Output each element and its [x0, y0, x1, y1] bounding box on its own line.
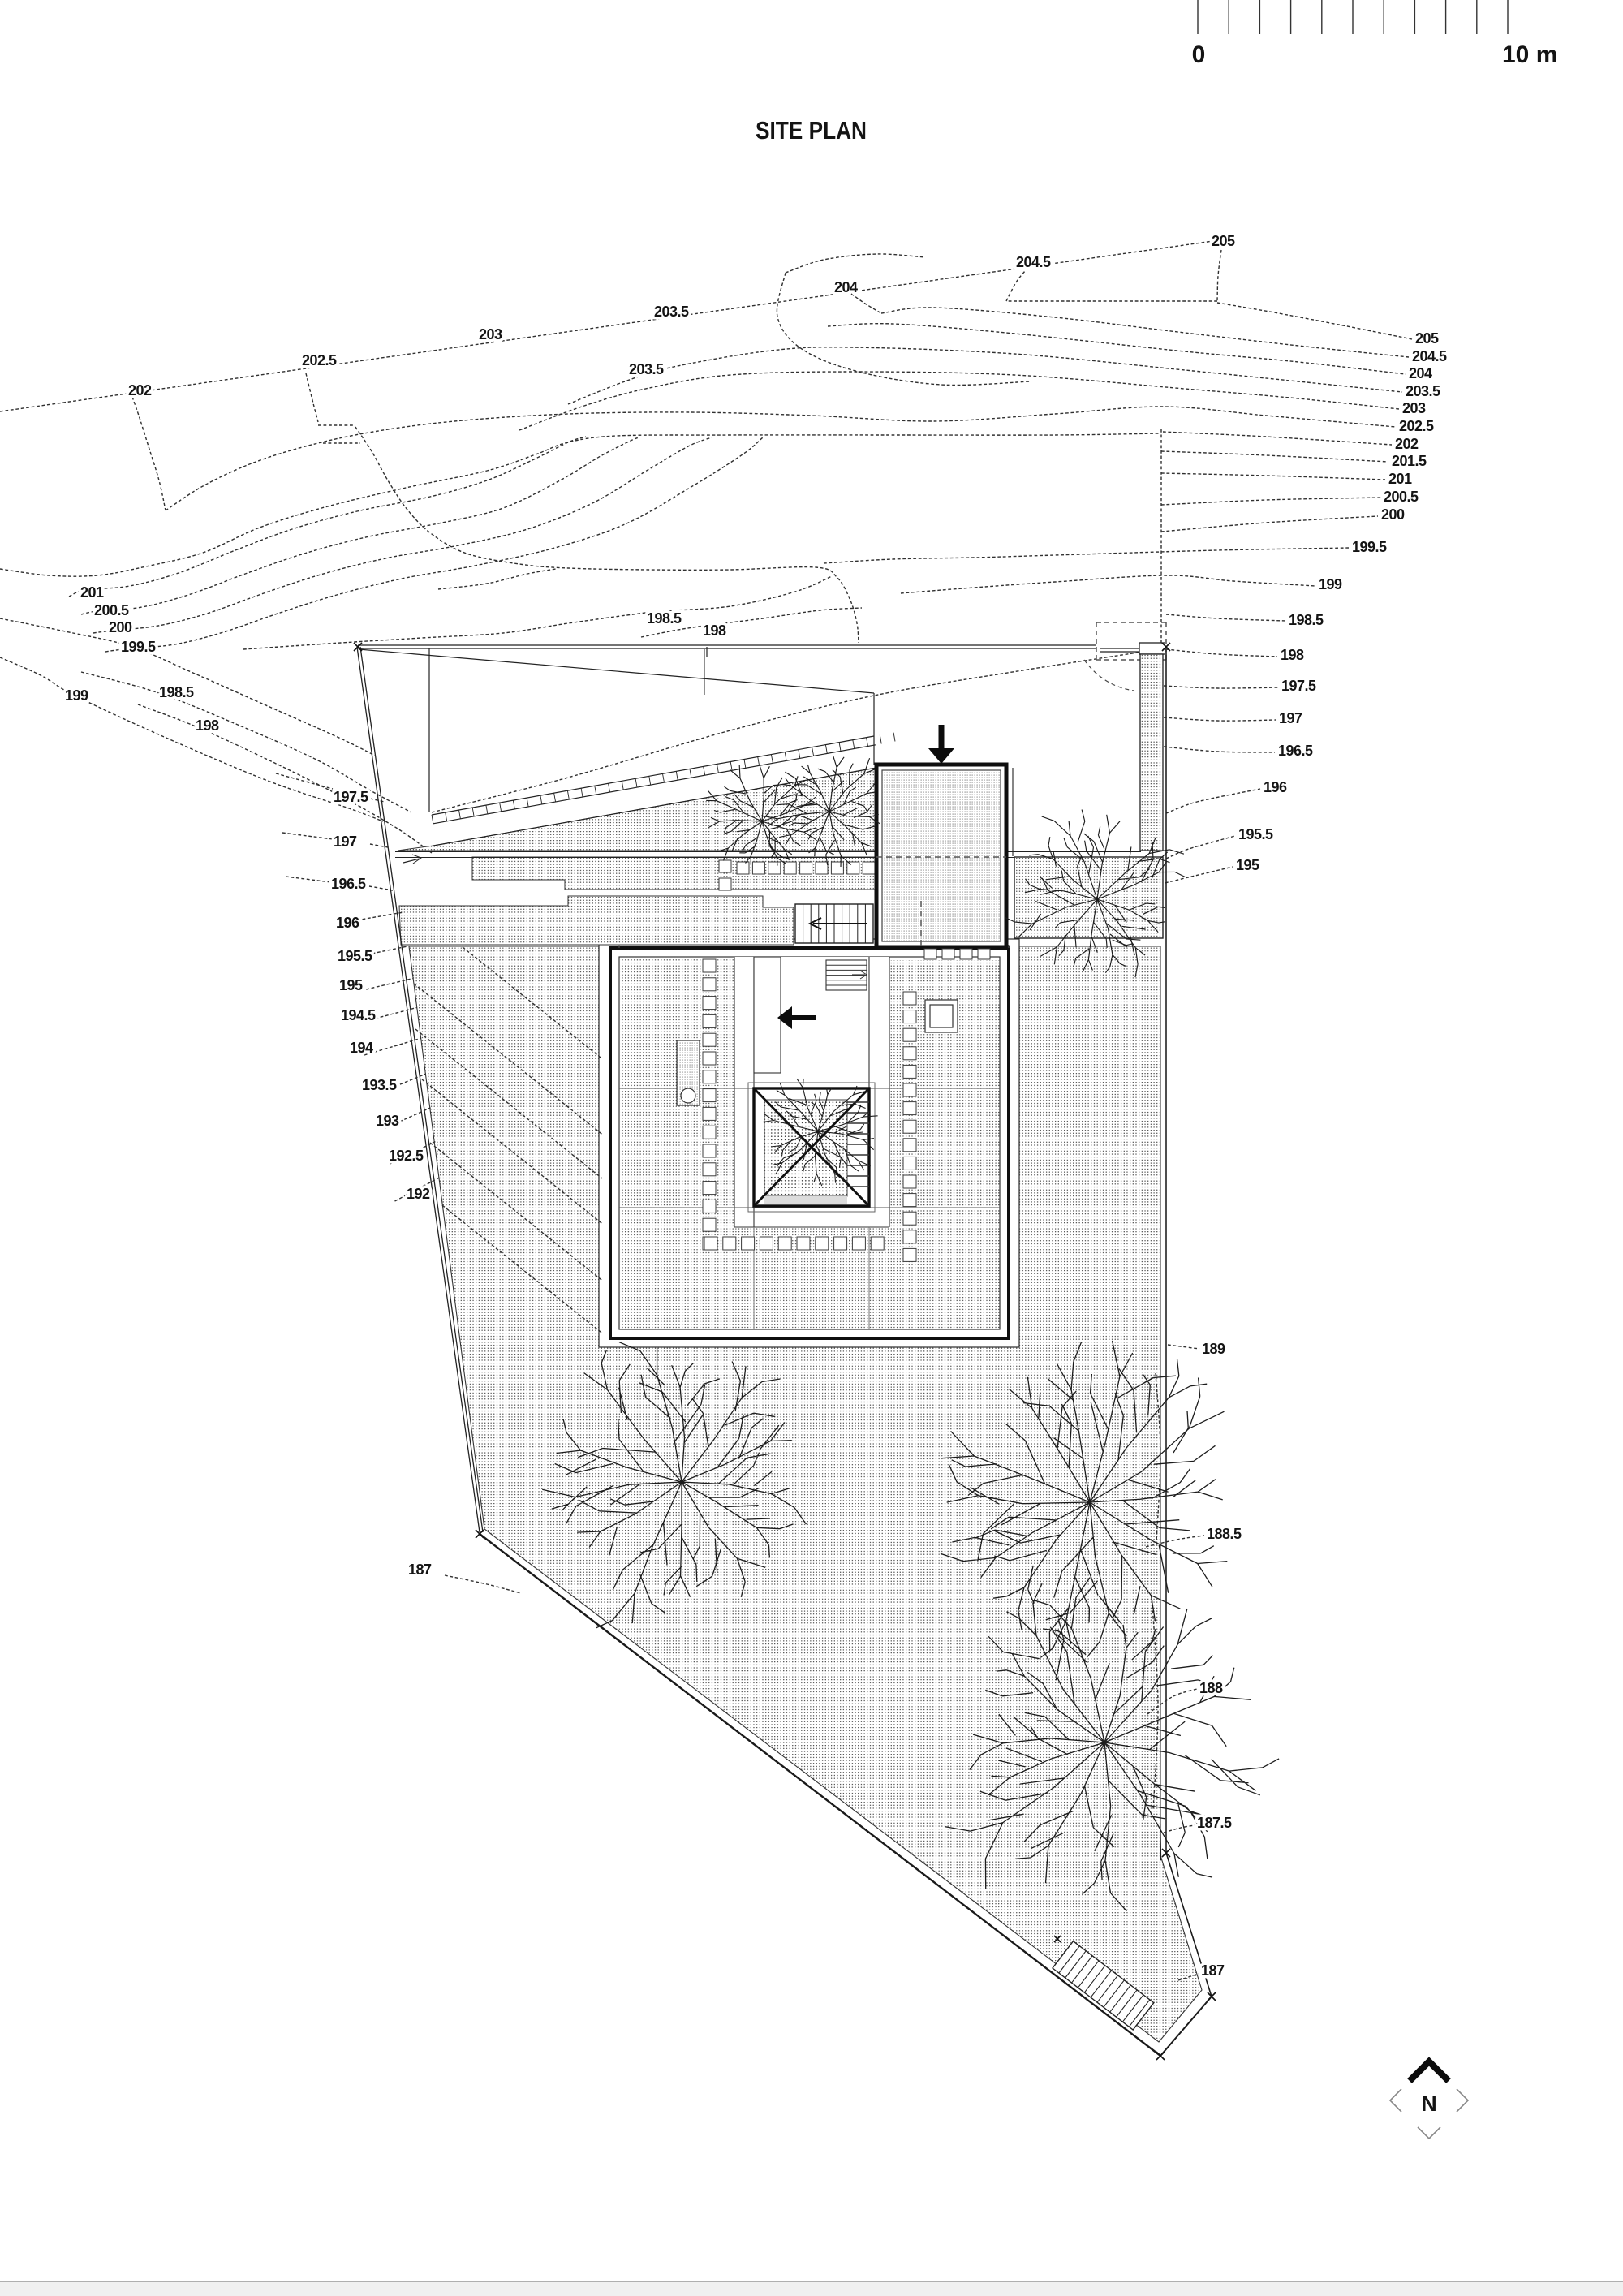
svg-text:197: 197	[334, 834, 357, 850]
svg-text:198.5: 198.5	[159, 684, 194, 700]
svg-text:202: 202	[1395, 436, 1419, 452]
svg-text:204: 204	[834, 279, 858, 295]
svg-text:187.5: 187.5	[1197, 1815, 1232, 1831]
svg-text:199.5: 199.5	[121, 639, 156, 655]
svg-text:198: 198	[703, 622, 726, 639]
svg-text:193: 193	[376, 1113, 399, 1129]
svg-text:204.5: 204.5	[1016, 254, 1051, 270]
svg-text:203: 203	[1402, 400, 1426, 416]
svg-text:203.5: 203.5	[1406, 383, 1440, 399]
svg-text:195.5: 195.5	[338, 948, 372, 964]
svg-text:198.5: 198.5	[1289, 612, 1324, 628]
svg-text:194: 194	[350, 1040, 373, 1056]
svg-text:195: 195	[339, 977, 363, 993]
svg-text:0: 0	[1192, 41, 1206, 68]
svg-text:197.5: 197.5	[1281, 678, 1316, 694]
svg-text:205: 205	[1212, 233, 1235, 249]
svg-text:188.5: 188.5	[1207, 1526, 1242, 1542]
svg-text:196: 196	[1264, 779, 1287, 795]
svg-text:197.5: 197.5	[334, 789, 368, 805]
svg-text:10 m: 10 m	[1502, 41, 1557, 68]
svg-text:195: 195	[1236, 857, 1259, 873]
svg-text:200.5: 200.5	[94, 602, 129, 618]
svg-text:189: 189	[1202, 1341, 1225, 1357]
svg-text:200: 200	[109, 619, 132, 635]
svg-text:187: 187	[1201, 1962, 1225, 1979]
svg-text:197: 197	[1279, 710, 1302, 726]
svg-text:202.5: 202.5	[1399, 418, 1434, 434]
svg-text:194.5: 194.5	[341, 1007, 376, 1023]
svg-text:196.5: 196.5	[331, 876, 366, 892]
svg-text:198.5: 198.5	[647, 610, 682, 627]
svg-text:203: 203	[479, 326, 502, 342]
svg-text:202: 202	[128, 382, 152, 398]
svg-text:201.5: 201.5	[1392, 453, 1427, 469]
svg-text:201: 201	[80, 584, 104, 601]
svg-text:199: 199	[65, 687, 88, 704]
svg-text:204.5: 204.5	[1412, 348, 1447, 364]
svg-text:200: 200	[1381, 506, 1405, 523]
svg-text:198: 198	[196, 717, 219, 734]
svg-text:203.5: 203.5	[654, 304, 689, 320]
svg-text:199.5: 199.5	[1352, 539, 1387, 555]
svg-text:192.5: 192.5	[389, 1148, 424, 1164]
svg-text:187: 187	[408, 1562, 432, 1578]
svg-text:196.5: 196.5	[1278, 743, 1313, 759]
svg-text:204: 204	[1409, 365, 1432, 381]
svg-text:198: 198	[1281, 647, 1304, 663]
svg-text:200.5: 200.5	[1384, 489, 1419, 505]
svg-text:SITE PLAN: SITE PLAN	[756, 116, 867, 144]
svg-text:N: N	[1421, 2091, 1437, 2116]
svg-text:201: 201	[1388, 471, 1412, 487]
svg-text:196: 196	[336, 915, 359, 931]
svg-text:193.5: 193.5	[362, 1077, 397, 1093]
svg-text:199: 199	[1319, 576, 1342, 592]
svg-text:202.5: 202.5	[302, 352, 337, 368]
svg-text:205: 205	[1415, 330, 1439, 347]
svg-text:188: 188	[1199, 1680, 1223, 1696]
svg-text:192: 192	[407, 1186, 430, 1202]
svg-text:203.5: 203.5	[629, 361, 664, 377]
svg-text:195.5: 195.5	[1238, 826, 1273, 842]
